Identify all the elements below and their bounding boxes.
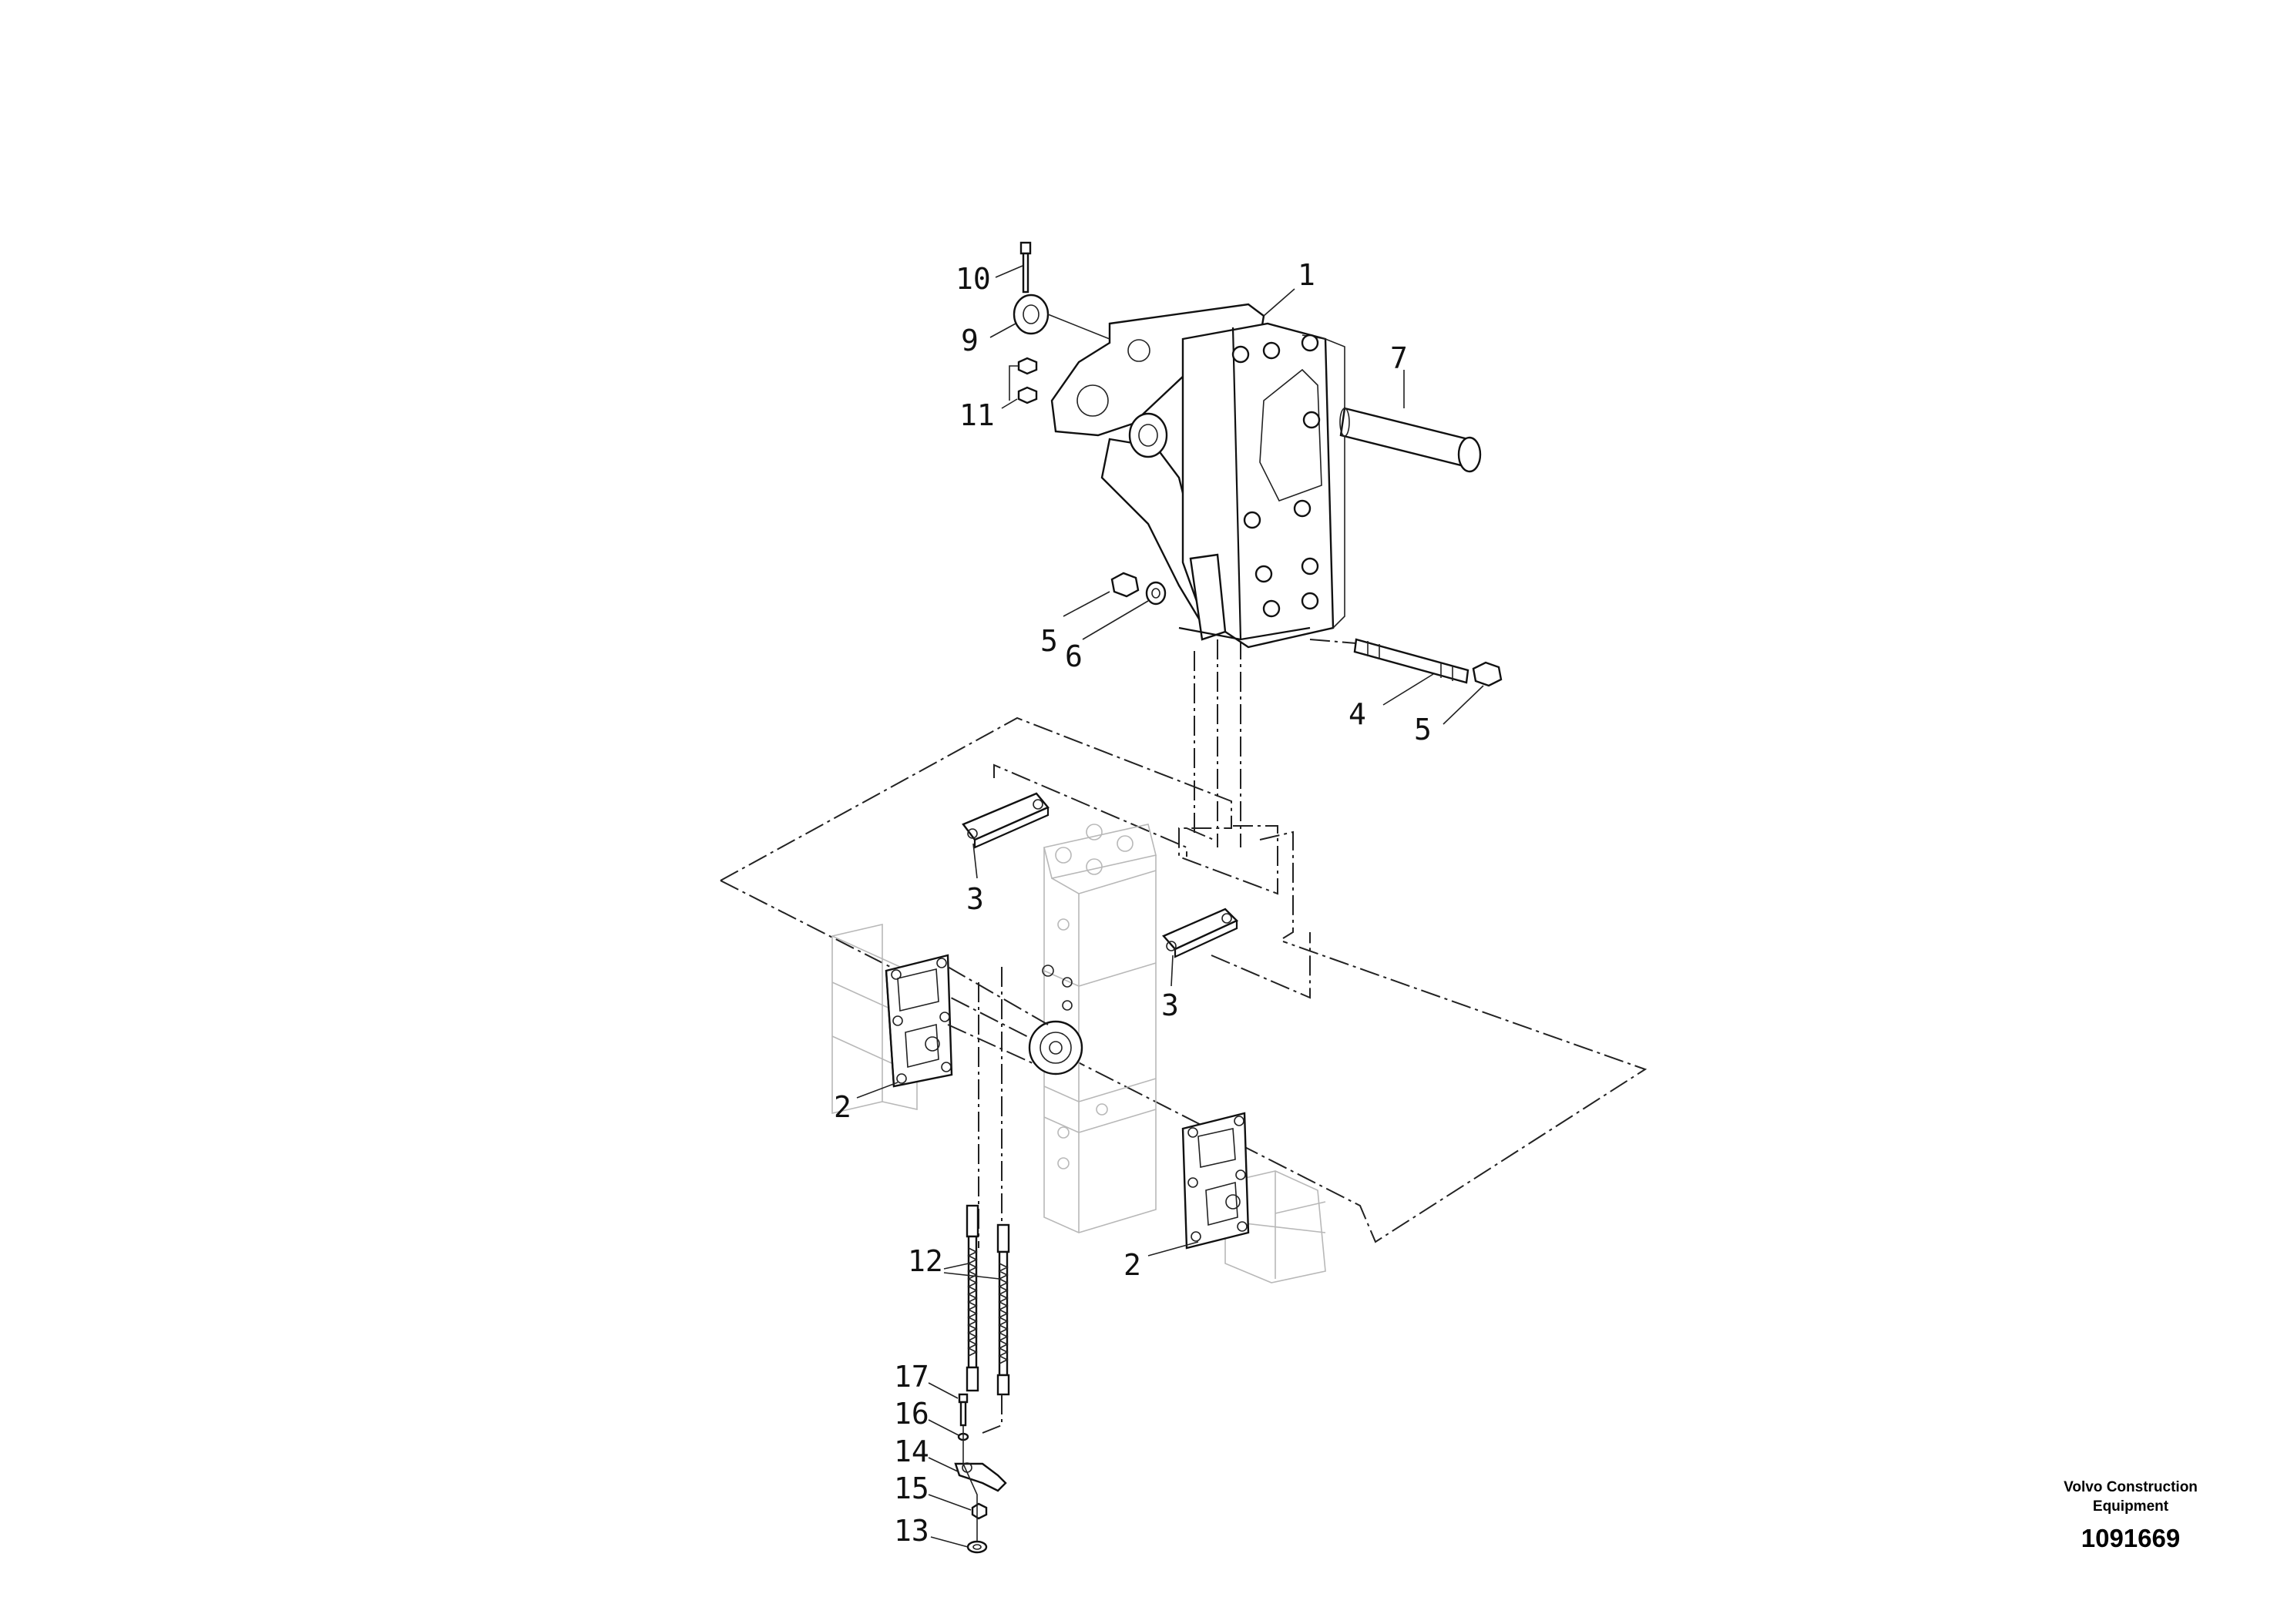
label-17: 17: [894, 1360, 929, 1394]
label-12: 12: [908, 1244, 943, 1278]
drawing-number: 1091669: [2081, 1524, 2181, 1552]
pilot-valve: [1028, 965, 1083, 1075]
label-14: 14: [894, 1434, 929, 1468]
label-15: 15: [894, 1471, 929, 1505]
mounting-frame-outline: [720, 639, 1647, 1243]
nut-pair: [1017, 357, 1038, 404]
control-valve-ghost: [1043, 824, 1157, 1233]
label-7: 7: [1390, 341, 1408, 375]
label-3-upper: 3: [966, 882, 984, 916]
label-5-left: 5: [1040, 624, 1058, 658]
label-4: 4: [1349, 697, 1366, 731]
manufacturer-name: Volvo Construction: [2064, 1479, 2198, 1495]
clamp-ring: [966, 1540, 988, 1554]
main-bracket: [1050, 303, 1345, 649]
clamp-axis: [962, 1425, 978, 1541]
stud-bolt: [1309, 638, 1469, 684]
label-2-right: 2: [1123, 1248, 1141, 1282]
strap-bracket-lower: [1162, 908, 1239, 958]
strap-bracket-upper: [962, 792, 1050, 849]
label-5-right: 5: [1414, 713, 1432, 747]
clamp-nut: [971, 1502, 988, 1520]
clamp-bolt: [958, 1393, 969, 1427]
bolt-top: [1019, 241, 1032, 294]
clamp: [954, 1462, 1007, 1492]
manufacturer-block: Volvo Construction Equipment 1091669: [2015, 1478, 2246, 1553]
label-6: 6: [1065, 639, 1083, 673]
bushing: [1013, 294, 1050, 335]
label-9: 9: [961, 324, 979, 357]
label-3-lower: 3: [1161, 988, 1179, 1022]
label-11: 11: [959, 398, 995, 432]
pin: [1339, 407, 1482, 473]
label-1: 1: [1298, 258, 1315, 292]
label-13: 13: [894, 1514, 929, 1548]
valve-connection-lines: [947, 966, 1049, 1263]
nut-right: [1472, 661, 1503, 687]
bushing-leader: [1047, 314, 1110, 340]
label-10: 10: [956, 262, 991, 296]
label-16: 16: [894, 1397, 929, 1431]
nut-left: [1110, 572, 1140, 598]
hose-left: [966, 1204, 979, 1392]
manufacturer-name-2: Equipment: [2092, 1498, 2169, 1515]
bracket-plate-left: [885, 954, 953, 1088]
bracket-plate-right: [1181, 1112, 1250, 1250]
hose-guide-line: [982, 1394, 1003, 1434]
callout-labels: 1 10 9 11 7 5 6 4 5 3 3 2 2 12 17 16 14 …: [834, 258, 1432, 1548]
leader-lines: [856, 265, 1484, 1548]
washer: [1145, 581, 1167, 606]
hose-right: [996, 1223, 1010, 1396]
label-2-left: 2: [834, 1090, 851, 1124]
